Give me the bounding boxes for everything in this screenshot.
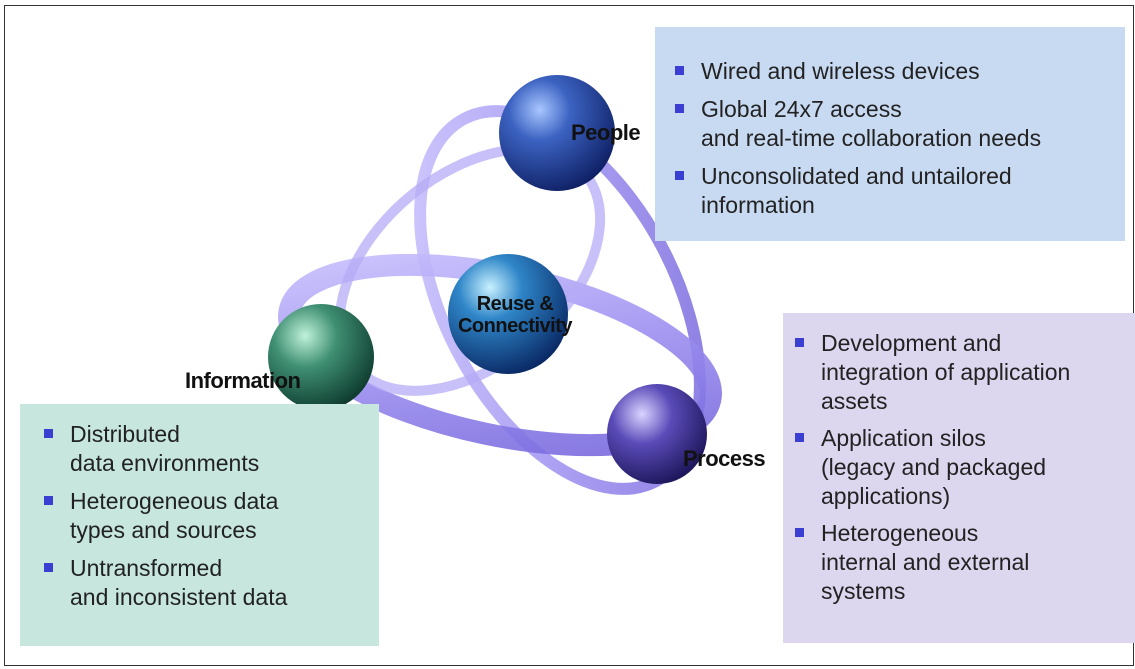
list-item: Global 24x7 access and real-time collabo… [675, 95, 1107, 153]
list-item: Heterogeneous internal and external syst… [795, 519, 1125, 606]
center-sphere [448, 254, 568, 374]
list-item: Application silos (legacy and packaged a… [795, 424, 1125, 511]
bullet-icon [44, 429, 53, 438]
list-item: Untransformed and inconsistent data [44, 554, 365, 612]
list-item: Unconsolidated and untailored informatio… [675, 162, 1107, 220]
bullet-icon [44, 563, 53, 572]
node-label-information: Information [185, 368, 301, 393]
information-sphere [268, 304, 374, 410]
node-label-people: People [571, 120, 641, 145]
node-label-process: Process [683, 446, 766, 471]
bullet-icon [675, 171, 684, 180]
people-sphere [499, 75, 615, 191]
people-panel: Wired and wireless devices Global 24x7 a… [655, 27, 1125, 241]
list-item: Heterogeneous data types and sources [44, 487, 365, 545]
bullet-icon [675, 66, 684, 75]
list-item: Wired and wireless devices [675, 57, 1107, 86]
process-sphere [607, 384, 707, 484]
bullet-icon [44, 496, 53, 505]
list-item: Development and integration of applicati… [795, 329, 1125, 416]
information-panel: Distributed data environments Heterogene… [20, 404, 379, 646]
bullet-icon [675, 104, 684, 113]
process-panel: Development and integration of applicati… [783, 313, 1135, 643]
bullet-icon [795, 338, 804, 347]
bullet-icon [795, 433, 804, 442]
node-label-center: Reuse & Connectivity [457, 293, 573, 337]
list-item: Distributed data environments [44, 420, 365, 478]
bullet-icon [795, 528, 804, 537]
